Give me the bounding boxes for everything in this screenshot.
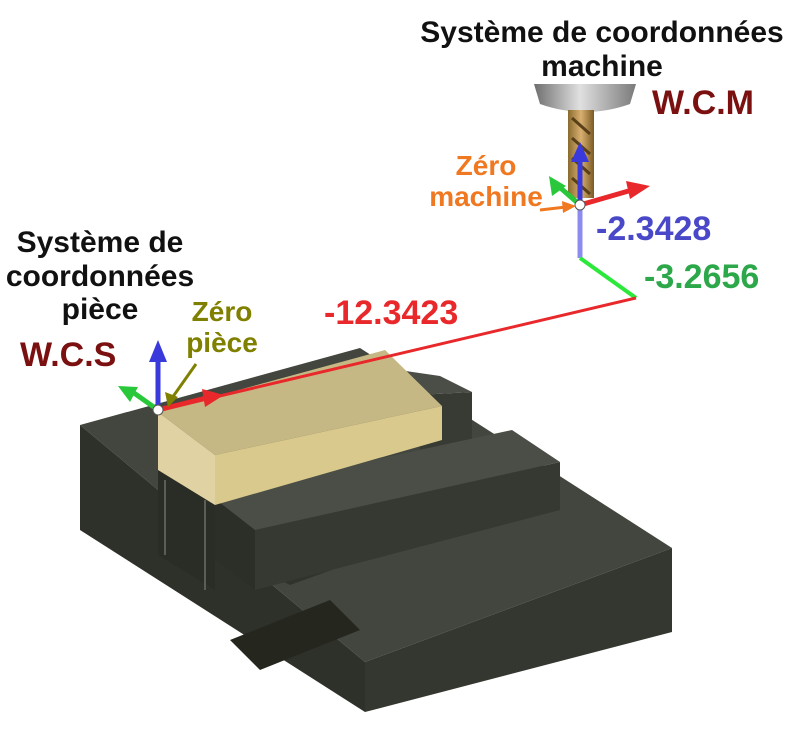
offset-z-value: -2.3428 [596, 210, 712, 248]
zero-machine-line2: machine [429, 181, 543, 213]
vise-moving-jaw-front [210, 495, 255, 590]
vise-front-jaw [158, 470, 215, 590]
piece-zero-pointer-head [165, 392, 178, 407]
piece-x-arrow [157, 395, 207, 413]
machine-x-arrow [579, 187, 633, 208]
workpiece-system-title: Système de coordonnées pièce [0, 226, 200, 327]
zero-machine-line1: Zéro [455, 150, 517, 181]
workpiece-zero-point [152, 404, 164, 416]
piece-z-arrowhead [149, 340, 167, 362]
zero-pointers [165, 201, 576, 407]
machine-axis-triad [549, 142, 650, 211]
zero-piece-label: Zéro pièce [172, 296, 272, 359]
piece-x-arrowhead [202, 389, 224, 407]
workpiece-title-line1: Système de [16, 226, 184, 259]
workpiece-axis-triad [118, 340, 224, 416]
vise-moving-jaw-top [210, 430, 560, 530]
machine-title-line2: machine [541, 49, 663, 83]
spindle [534, 84, 636, 198]
x-offset-line [159, 296, 637, 412]
machine-x-arrowhead [626, 181, 650, 199]
y-offset-line [578, 256, 638, 300]
vise-groove [230, 600, 360, 670]
zero-piece-line2: pièce [186, 327, 258, 359]
vise-base-right [365, 548, 672, 712]
workpiece-title-line2: coordonnées [5, 259, 195, 293]
machine-system-title: Système de coordonnées machine [400, 16, 804, 83]
machine-title-line1: Système de coordonnées [420, 16, 784, 49]
workpiece [158, 350, 442, 505]
machine-z-arrowhead [571, 142, 589, 162]
machine-y-arrowhead [549, 176, 566, 196]
workpiece-front [158, 412, 215, 505]
offset-x-value: -12.3423 [324, 294, 459, 332]
machine-zero-point [574, 199, 586, 211]
zero-machine-label: Zéro machine [400, 150, 572, 213]
piece-y-arrowhead [118, 386, 138, 402]
vise-moving-jaw-side [255, 462, 560, 590]
zero-piece-line1: Zéro [191, 296, 253, 327]
spindle-nose [534, 84, 636, 112]
machine-zero-pointer [539, 205, 567, 212]
wcs-code: W.C.S [20, 336, 117, 374]
offset-y-value: -3.2656 [644, 258, 760, 296]
machine-zero-pointer-head [562, 201, 576, 213]
piece-zero-pointer [170, 363, 198, 399]
wcm-code: W.C.M [652, 84, 754, 122]
workpiece-side [215, 406, 442, 505]
workpiece-top [158, 350, 442, 455]
workpiece-title-line3: pièce [61, 293, 139, 327]
